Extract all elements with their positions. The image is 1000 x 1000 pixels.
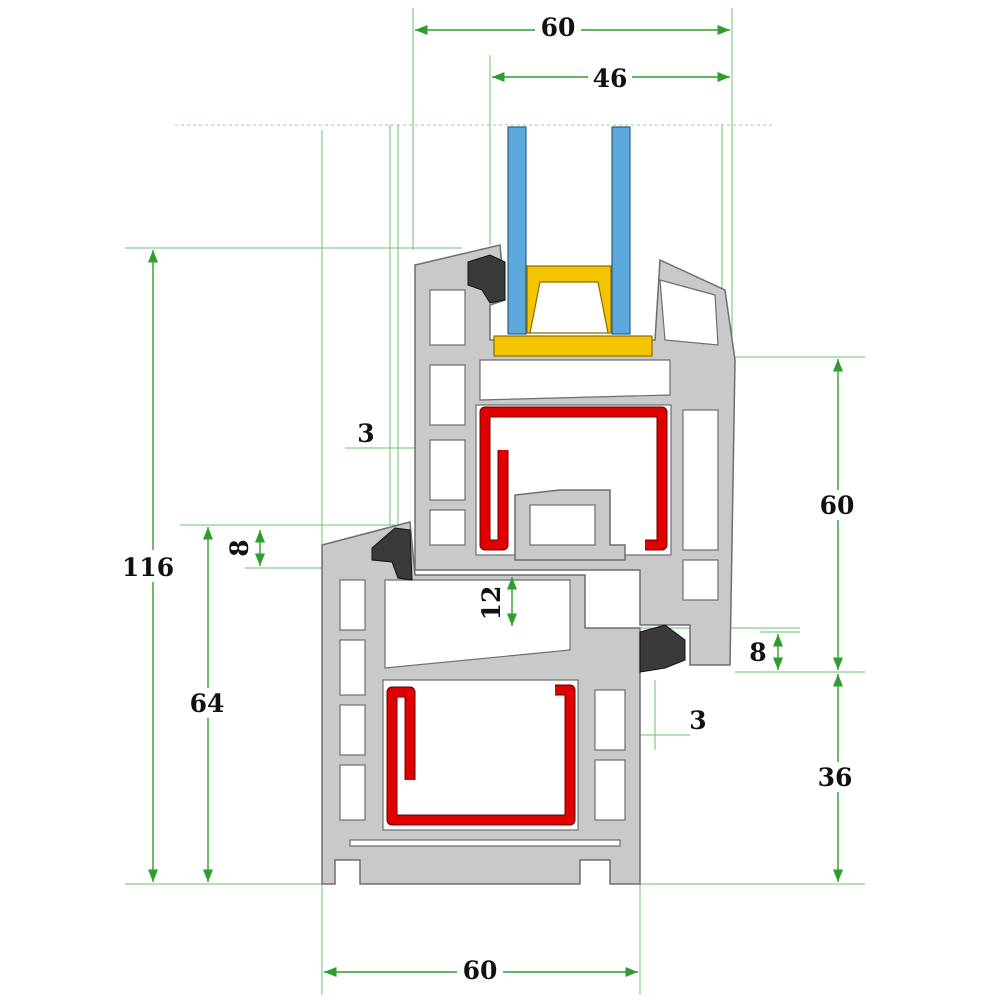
dim-frame-overlap-8: 8 [749,638,766,667]
dim-sash-right-60: 60 [820,491,855,520]
frame-profile [321,521,641,885]
glass-spacer [526,265,612,334]
dim-glazing-46: 46 [593,64,628,93]
dim-sash-wall-3: 3 [357,419,374,448]
dim-frame-wall-3: 3 [689,706,706,735]
dim-frame-64: 64 [190,689,225,718]
glazing-block [493,335,653,357]
glass-pane-outer [507,126,527,335]
dim-sash-overlap-8: 8 [225,539,254,556]
glazing-unit [493,126,653,357]
dim-frame-right-36: 36 [818,763,853,792]
gaskets [371,254,686,673]
dim-gap-12: 12 [477,586,506,621]
dim-bottom-60: 60 [463,956,498,985]
glass-pane-inner [611,126,631,335]
dim-total-116: 116 [122,553,174,582]
steel-reinforcements [386,406,668,826]
dimension-labels: 60 46 116 3 8 64 12 60 8 3 36 60 [118,10,860,985]
dim-top-60: 60 [541,13,576,42]
